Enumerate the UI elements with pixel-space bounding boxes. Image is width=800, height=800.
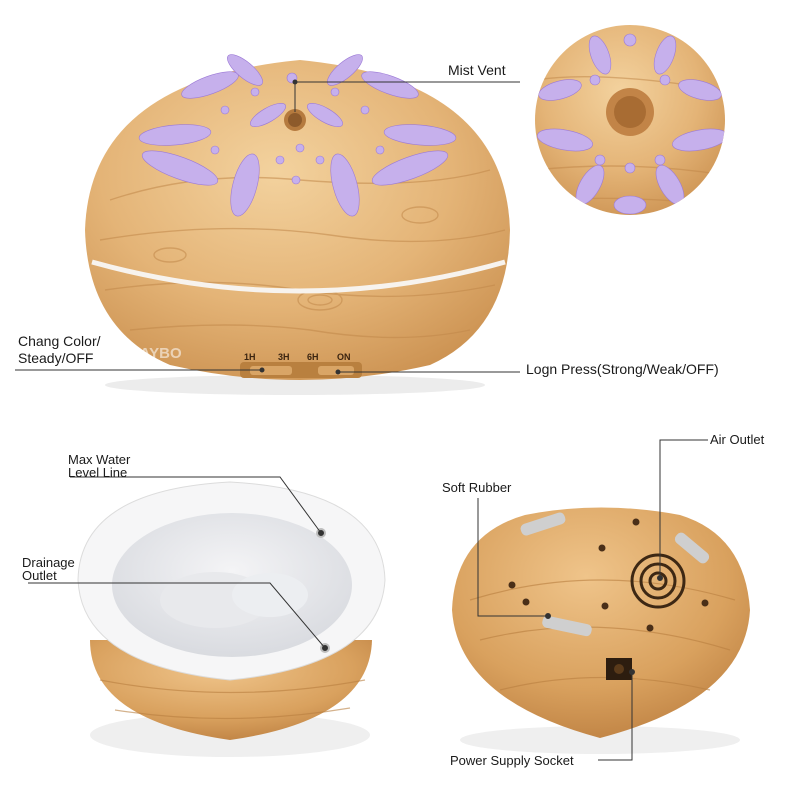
- timer-6h-label: 6H: [307, 352, 319, 362]
- drainage-label-line2: Outlet: [22, 568, 57, 583]
- timer-3h-label: 3H: [278, 352, 290, 362]
- diffuser-underside: [452, 507, 750, 754]
- mist-vent-label: Mist Vent: [448, 62, 506, 78]
- max-water-label-line1: Max Water: [68, 452, 131, 467]
- timer-on-label: ON: [337, 352, 351, 362]
- watermark-text: KBAYBO: [118, 345, 182, 362]
- air-outlet-label: Air Outlet: [710, 432, 765, 447]
- drainage-label-line1: Drainage: [22, 555, 75, 570]
- max-water-label-line2: Level Line: [68, 465, 128, 480]
- leader-lines: [15, 79, 708, 761]
- timer-1h-label: 1H: [244, 352, 256, 362]
- diffuser-main: [85, 54, 510, 395]
- zoom-detail-circle: [535, 25, 725, 215]
- long-press-label: Logn Press(Strong/Weak/OFF): [526, 361, 719, 377]
- diffuser-base-tank: [77, 481, 386, 757]
- timer-panel-labels: 1H 3H 6H ON: [244, 352, 351, 362]
- power-socket-label: Power Supply Socket: [450, 753, 574, 768]
- soft-rubber-label: Soft Rubber: [442, 480, 512, 495]
- change-color-label-line1: Chang Color/: [18, 333, 101, 349]
- change-color-label-line2: Steady/OFF: [18, 350, 94, 366]
